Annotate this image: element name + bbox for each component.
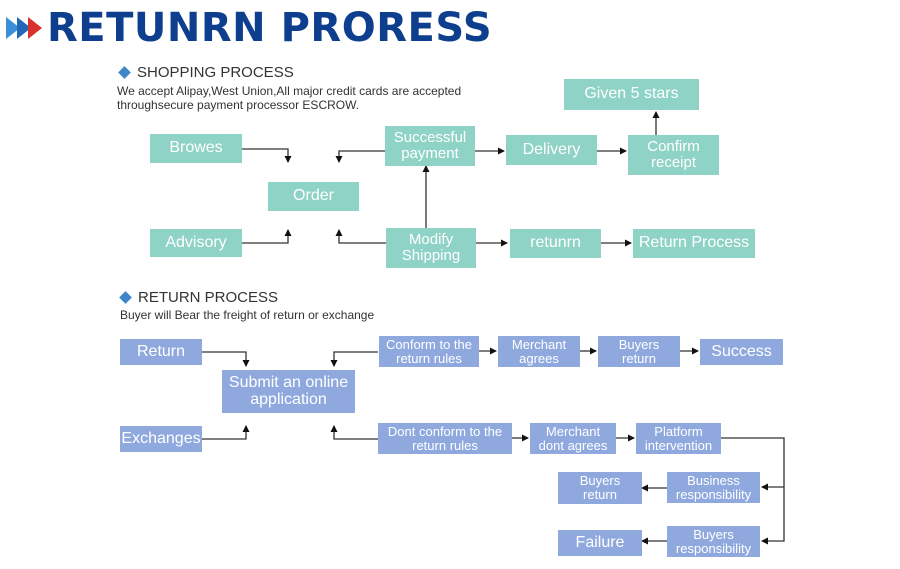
node-modify-shipping: Modify Shipping xyxy=(386,228,476,268)
node-text: return rules xyxy=(412,437,478,453)
node-text: Buyers xyxy=(618,336,660,352)
node-text: application xyxy=(250,390,327,408)
node-return: Return xyxy=(120,339,202,365)
node-text: dont agrees xyxy=(538,437,608,453)
node-text: Platform xyxy=(654,423,703,439)
node-text: return xyxy=(622,350,656,366)
node-text: Shipping xyxy=(401,247,461,264)
node-text: payment xyxy=(401,145,459,162)
arrow-modify-order xyxy=(335,229,386,244)
chevron-icon xyxy=(17,17,31,39)
shopping-desc-line: throughsecure payment processor ESCROW. xyxy=(117,98,360,112)
page-title: RETUNRN PRORESS xyxy=(47,5,493,51)
node-confirm-receipt: Confirm receipt xyxy=(628,135,719,175)
node-text: return xyxy=(583,487,617,502)
node-success: Success xyxy=(700,339,783,365)
node-successful-payment: Successful payment xyxy=(385,126,475,166)
node-return-process: Return Process xyxy=(633,229,755,258)
node-dont-conform-rules: Dont conform to the return rules xyxy=(378,423,512,454)
chevron-icon xyxy=(28,17,42,39)
arrow-browes-order xyxy=(242,148,292,163)
node-text: return rules xyxy=(396,350,462,366)
node-delivery: Delivery xyxy=(506,135,597,165)
arrow-platform-buyersresp xyxy=(761,487,785,545)
arrow-conform-submit xyxy=(330,351,378,367)
arrow-payment-order xyxy=(335,150,386,163)
node-buyers-return: Buyers return xyxy=(558,472,642,504)
return-description: Buyer will Bear the freight of return or… xyxy=(120,308,375,322)
node-text: Business xyxy=(687,472,740,488)
node-text: Buyers xyxy=(579,473,621,489)
node-submit-application: Submit an online application xyxy=(222,370,355,413)
node-exchanges: Exchanges xyxy=(120,426,202,452)
return-heading-text: RETURN PROCESS xyxy=(138,289,279,306)
node-text: Submit an online xyxy=(228,373,349,391)
node-text: Dont conform to the xyxy=(387,423,503,439)
shopping-heading-text: SHOPPING PROCESS xyxy=(137,64,294,81)
node-text: responsibility xyxy=(675,486,752,502)
arrow-return-submit xyxy=(202,351,250,367)
node-text: Buyers xyxy=(693,526,734,542)
arrow-exchanges-submit xyxy=(202,425,250,440)
chevron-icon xyxy=(6,17,20,39)
node-text: intervention xyxy=(644,437,713,453)
node-text: Merchant xyxy=(545,423,601,439)
shopping-section-heading: SHOPPING PROCESS xyxy=(116,64,294,81)
node-business-responsibility: Business responsibility xyxy=(667,472,760,503)
return-section-heading: RETURN PROCESS xyxy=(117,289,278,306)
node-merchant-dont-agrees: Merchant dont agrees xyxy=(530,423,616,454)
node-conform-rules: Conform to the return rules xyxy=(379,336,479,367)
node-failure: Failure xyxy=(558,530,642,556)
node-merchant-agrees: Merchant agrees xyxy=(498,336,580,367)
title-bar: RETUNRN PRORESS xyxy=(6,4,492,52)
node-text: receipt xyxy=(650,154,697,171)
arrow-dont-submit xyxy=(330,425,378,440)
node-text: Confirm xyxy=(647,138,700,156)
node-text: Modify xyxy=(408,231,454,249)
node-buyers-return-top: Buyers return xyxy=(598,336,680,367)
node-order: Order xyxy=(268,182,359,211)
node-platform-intervention: Platform intervention xyxy=(636,423,721,454)
node-returnrn: retunrn xyxy=(510,229,601,258)
node-text: responsibility xyxy=(675,540,752,556)
node-buyers-responsibility: Buyers responsibility xyxy=(667,526,760,557)
arrow-platform-business xyxy=(721,437,785,491)
node-given-5-stars: Given 5 stars xyxy=(564,79,699,110)
node-advisory: Advisory xyxy=(150,229,242,257)
node-text: agrees xyxy=(519,350,559,366)
node-text: Merchant xyxy=(511,336,567,352)
shopping-description: We accept Alipay,West Union,All major cr… xyxy=(117,84,461,112)
node-text: Conform to the xyxy=(386,336,472,352)
arrow-advisory-order xyxy=(242,229,292,244)
shopping-desc-line: We accept Alipay,West Union,All major cr… xyxy=(117,84,462,98)
chevron-icon xyxy=(6,17,42,39)
node-browes: Browes xyxy=(150,134,242,163)
node-text: Successful xyxy=(393,129,467,147)
